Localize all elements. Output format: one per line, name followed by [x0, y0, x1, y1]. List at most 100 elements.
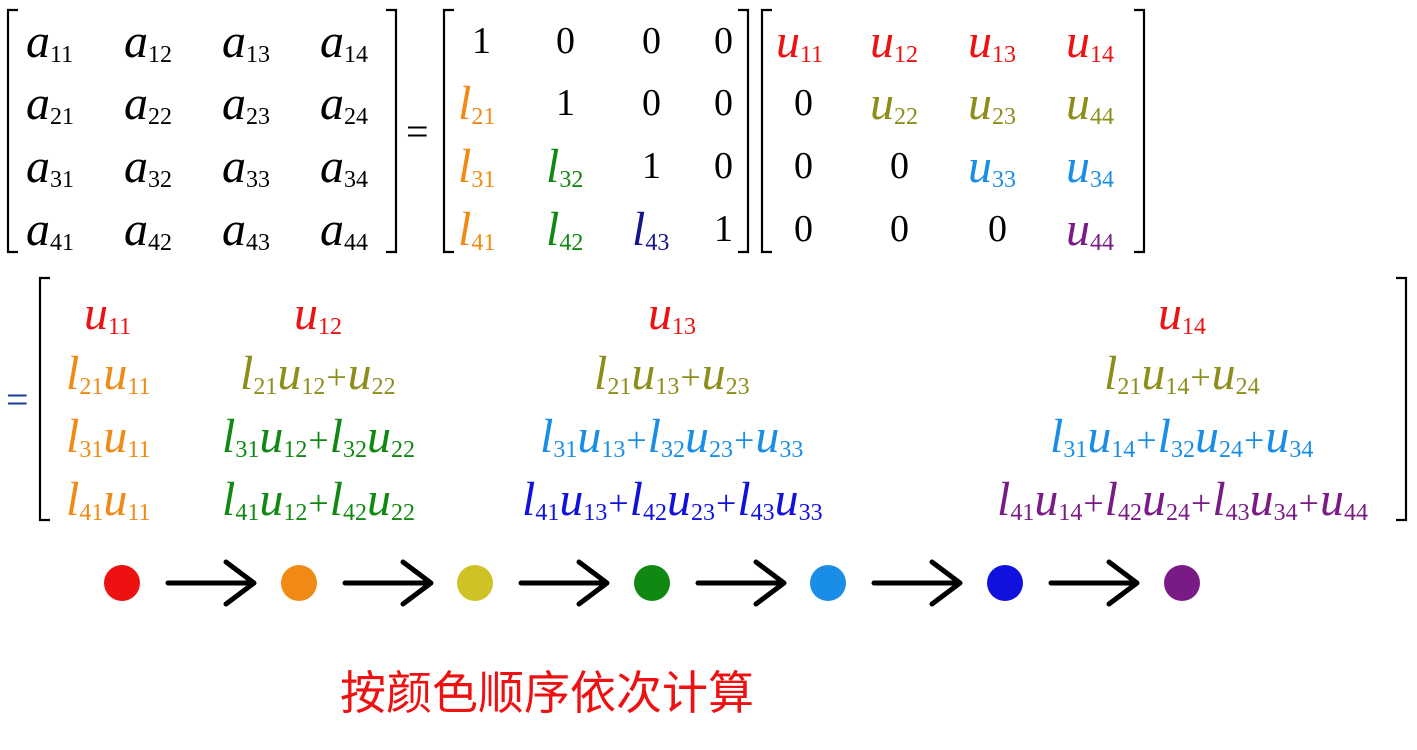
u-term-subscript: 14 [1058, 499, 1083, 526]
u-term-symbol: u [103, 410, 128, 463]
a-term-symbol: a [26, 77, 50, 130]
u-term-symbol: u [1087, 410, 1112, 463]
product-entry: l41u11 [66, 476, 150, 525]
product-entry: l31u11 [66, 413, 150, 462]
a-term-symbol: a [320, 140, 344, 193]
product-right-bracket [1396, 276, 1408, 522]
u-term: u33 [755, 410, 803, 463]
a-term-subscript: 14 [344, 41, 368, 68]
l-term-subscript: 43 [1225, 499, 1250, 526]
right-arrow-icon [1048, 559, 1140, 607]
u-term: u12 [259, 410, 307, 463]
u-term: u11 [103, 473, 150, 526]
l-term-symbol: l [329, 473, 343, 526]
u-term-symbol: u [1265, 410, 1290, 463]
u-term-symbol: u [1211, 347, 1236, 400]
right-arrow-icon [165, 559, 257, 607]
u-term: u23 [667, 473, 715, 526]
u-term: u11 [84, 287, 131, 340]
l-term: l42 [330, 473, 367, 526]
l-term: l42 [1105, 473, 1142, 526]
a-term-symbol: a [26, 203, 50, 256]
matrix-l-entry: l42 [546, 206, 583, 255]
a-term-subscript: 41 [50, 229, 74, 256]
u-term: u13 [577, 410, 625, 463]
u-term-subscript: 44 [1090, 103, 1114, 130]
l-term: l21 [1104, 347, 1141, 400]
plus-operator: + [308, 483, 329, 523]
u-term-subscript: 24 [1235, 373, 1260, 400]
plus-operator: + [1298, 483, 1319, 523]
u-term: u13 [968, 15, 1016, 68]
l-term-symbol: l [458, 77, 472, 130]
product-entry: l41u12+l42u22 [222, 476, 415, 525]
u-term-symbol: u [774, 473, 799, 526]
u-term-subscript: 24 [1166, 499, 1190, 526]
a-term-subscript: 44 [344, 229, 368, 256]
l-term: l31 [222, 410, 259, 463]
sky-blue-dot [810, 565, 846, 601]
matrix-l-constant: 0 [556, 20, 575, 62]
u-term: u22 [348, 347, 396, 400]
u-term-symbol: u [776, 15, 800, 68]
u-term-symbol: u [701, 347, 726, 400]
l-term: l41 [66, 473, 103, 526]
product-entry: l41u13+l42u23+l43u33 [522, 476, 823, 525]
u-term-symbol: u [1066, 15, 1090, 68]
l-term-subscript: 32 [1171, 436, 1195, 463]
a-term: a44 [320, 203, 368, 256]
orange-dot [281, 565, 317, 601]
l-term: l21 [240, 347, 277, 400]
u-term-symbol: u [367, 410, 391, 463]
u-term: u23 [702, 347, 750, 400]
u-term-subscript: 13 [672, 313, 696, 340]
a-term: a21 [26, 77, 74, 130]
l-term-subscript: 31 [235, 436, 260, 463]
a-term-subscript: 24 [344, 103, 368, 130]
matrix-a-entry: a31 [26, 143, 74, 192]
matrix-l-entry: l43 [632, 206, 669, 255]
matrix-u-entry: u33 [968, 143, 1016, 192]
a-term-symbol: a [222, 203, 246, 256]
product-entry: l31u12+l32u22 [222, 413, 415, 462]
u-term: u14 [1034, 473, 1082, 526]
l-term-symbol: l [522, 473, 536, 526]
u-term-symbol: u [968, 15, 992, 68]
matrix-l-left-bracket [442, 8, 454, 254]
l-term: l43 [737, 473, 774, 526]
l-term-symbol: l [629, 473, 643, 526]
u-term-symbol: u [559, 473, 584, 526]
u-term: u12 [259, 473, 307, 526]
plus-operator: + [680, 357, 701, 397]
plus-operator: + [1083, 483, 1104, 523]
l-term-symbol: l [1212, 473, 1226, 526]
u-term-symbol: u [1195, 410, 1219, 463]
u-term-symbol: u [577, 410, 602, 463]
a-term-subscript: 23 [246, 103, 270, 130]
matrix-u-constant: 0 [890, 145, 909, 187]
u-term: u12 [277, 347, 325, 400]
a-term-symbol: a [320, 15, 344, 68]
matrix-u-left-bracket [760, 8, 772, 254]
l-term-subscript: 21 [253, 373, 278, 400]
u-term-symbol: u [648, 287, 672, 340]
u-term-subscript: 11 [800, 41, 824, 68]
matrix-l-constant: 1 [556, 82, 575, 124]
l-term-subscript: 32 [559, 166, 584, 193]
u-term-subscript: 44 [1090, 229, 1114, 256]
u-term: u23 [685, 410, 733, 463]
plus-operator: + [716, 483, 737, 523]
matrix-u-entry: u13 [968, 18, 1016, 67]
plus-operator: + [1190, 357, 1211, 397]
a-term-subscript: 33 [246, 166, 270, 193]
matrix-u-constant: 0 [794, 208, 813, 250]
matrix-u-entry: u11 [776, 18, 823, 67]
yellow-dot [457, 565, 493, 601]
u-term: u12 [870, 15, 918, 68]
a-term-subscript: 32 [148, 166, 172, 193]
l-term-symbol: l [240, 347, 254, 400]
matrix-u-constant: 0 [988, 208, 1007, 250]
matrix-l-constant: 0 [714, 145, 733, 187]
l-term-symbol: l [222, 410, 236, 463]
u-term-subscript: 22 [391, 499, 415, 526]
